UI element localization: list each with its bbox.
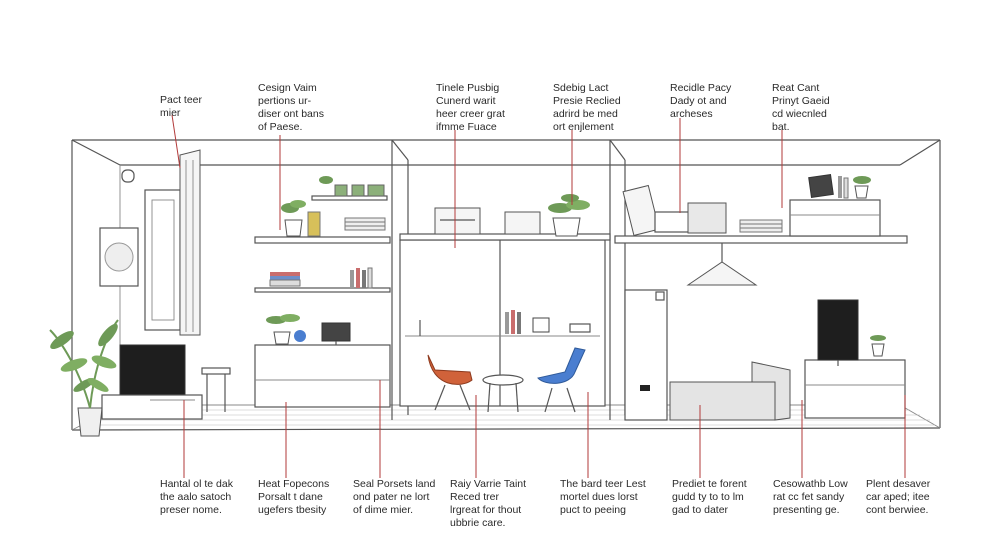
annotation-line: Hantal ol te dak [160,478,233,490]
annotation-line: of dime mier. [353,504,414,516]
annotation-line: ubbrie care. [450,517,506,529]
annotation-top-5: Recidle Pacy Dady ot and archeses [670,82,731,121]
annotation-line: cd wiecnled [772,108,827,120]
annotation-bottom-5: The bard teer Lest mortel dues lorst puc… [560,478,646,517]
annotation-line: mortel dues lorst [560,491,638,503]
annotation-line: puct to peeing [560,504,626,516]
annotation-top-4: Sdebig Lact Presie Reclied adrird be med… [553,82,621,134]
annotation-top-6: Reat Cant Prinyt Gaeid cd wiecnled bat. [772,82,830,134]
dresser [254,314,391,408]
leader-lines [171,114,906,478]
annotation-bottom-7: Cesowathb Low rat cc fet sandy presentin… [773,478,848,517]
annotation-line: gad to dater [672,504,729,516]
annotation-line: rat cc fet sandy [773,491,845,503]
mezzanine [254,233,908,293]
annotation-line: Prinyt Gaeid [772,95,830,107]
annotation-line: gudd ty to to lm [672,491,744,503]
tv-console-left [101,344,231,420]
annotation-line: Heat Fopecons [258,478,330,490]
annotation-line: cont berwiee. [866,504,929,516]
annotation-line: Pact teer [160,94,203,106]
upper-shelf-items [269,176,388,289]
annotation-bottom-3: Seal Porsets land ond pater ne lort of d… [353,478,435,517]
right-mezzanine [622,174,881,286]
annotation-bottom-1: Hantal ol te dak the aalo satoch preser … [160,478,233,517]
annotation-bottom-2: Heat Fopecons Porsalt t dane ugefers tbe… [258,478,329,517]
annotation-line: preser nome. [160,504,222,516]
annotation-line: ort enjlement [553,121,614,133]
annotation-line: Reat Cant [772,82,820,94]
study-zone [419,310,591,413]
annotation-line: Plent desaver [866,478,931,490]
annotation-line: diser ont bans [258,108,324,120]
annotation-top-1: Pact teer mier [160,94,202,120]
annotation-line: ond pater ne lort [353,491,430,503]
annotation-line: Raiy Varrie Taint [450,478,527,490]
annotation-line: pertions ur- [258,95,312,107]
annotation-line: bat. [772,121,790,133]
annotation-line: Cunerd warit [436,95,496,107]
right-ground [624,289,906,421]
annotation-line: Cesign Vaim [258,82,317,94]
annotation-bottom-4: Raiy Varrie Taint Reced trer lrgreat for… [450,478,526,530]
annotation-line: mier [160,107,181,119]
annotation-line: Presie Reclied [553,95,621,107]
annotation-line: Sdebig Lact [553,82,609,94]
annotation-line: The bard teer Lest [560,478,646,490]
annotation-top-2: Cesign Vaim pertions ur- diser ont bans … [258,82,324,134]
annotation-line: Seal Porsets land [353,478,436,490]
annotation-line: the aalo satoch [160,491,232,503]
mezzanine-furniture [434,194,590,237]
window [99,149,201,336]
annotation-bottom-8: Plent desaver car aped; itee cont berwie… [866,478,930,517]
annotation-line: ifmme Fuace [436,121,497,133]
annotation-line: ugefers tbesity [258,504,327,516]
annotation-bottom-6: Prediet te forent gudd ty to to lm gad t… [672,478,747,517]
annotation-top-3: Tinele Pusbig Cunerd warit heer creer gr… [436,82,505,134]
annotation-line: Porsalt t dane [258,491,323,503]
annotation-line: Recidle Pacy [670,82,732,94]
annotation-line: Cesowathb Low [773,478,848,490]
annotation-line: archeses [670,108,713,120]
annotation-line: adrird be med [553,108,618,120]
annotation-line: lrgreat for thout [450,504,522,516]
floor-plant-left [49,319,119,437]
annotation-line: of Paese. [258,121,303,133]
annotation-line: presenting ge. [773,504,840,516]
annotation-line: Tinele Pusbig [436,82,500,94]
annotation-line: heer creer grat [436,108,505,120]
annotation-line: Prediet te forent [672,478,747,490]
annotation-line: car aped; itee [866,491,930,503]
annotation-line: Dady ot and [670,95,727,107]
annotation-line: Reced trer [450,491,500,503]
